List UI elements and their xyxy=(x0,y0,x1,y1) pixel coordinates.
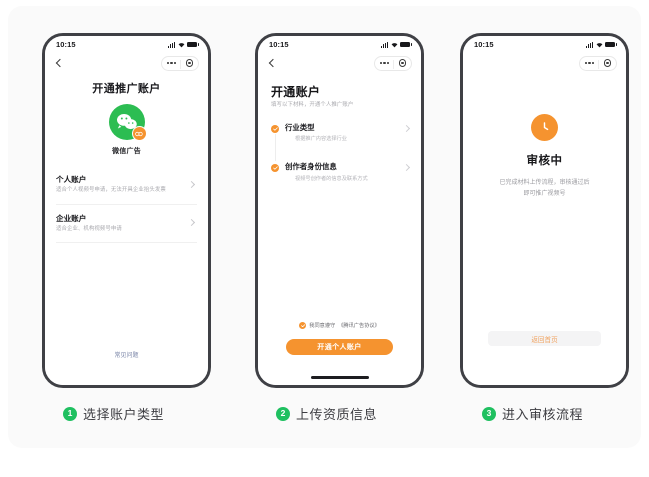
agreement-text: 我同意遵守 xyxy=(309,323,336,329)
caption-step-3: 3 进入审核流程 xyxy=(482,404,583,423)
caption-label: 选择账户类型 xyxy=(83,407,165,422)
target-circle-icon[interactable] xyxy=(603,59,612,67)
back-chevron-icon[interactable] xyxy=(54,58,64,68)
caption-row: 1 选择账户类型 2 上传资质信息 3 进入审核流程 xyxy=(0,404,649,434)
more-dots-icon[interactable] xyxy=(584,61,594,65)
status-icons xyxy=(586,41,617,48)
option-subtitle: 适合企业、机构视频号申请 xyxy=(56,225,122,232)
battery-full-icon xyxy=(400,41,412,48)
home-indicator-bar xyxy=(310,376,369,379)
status-icons xyxy=(168,41,199,48)
option-title: 企业账户 xyxy=(56,213,87,223)
qualification-step-list: 行业类型 根据推广内容选择行业 创作者身份信息 视频号创作者的信息及联系方式 xyxy=(271,123,410,182)
wifi-icon xyxy=(178,42,185,48)
caption-label: 上传资质信息 xyxy=(296,407,378,422)
ad-badge-icon xyxy=(131,126,147,141)
miniprogram-capsule[interactable] xyxy=(374,55,412,71)
review-desc-line2: 即可推广视频号 xyxy=(523,190,566,197)
phone2-nav-bar xyxy=(258,53,421,73)
status-time: 10:15 xyxy=(56,40,76,49)
open-personal-account-button[interactable]: 开通个人账户 xyxy=(286,339,393,355)
miniprogram-capsule[interactable] xyxy=(579,55,617,71)
phone-mockup-1: 10:15 开通推广账户 xyxy=(42,33,211,388)
phone2-status-bar: 10:15 xyxy=(258,36,421,53)
miniprogram-capsule[interactable] xyxy=(161,55,199,71)
brand-logo-label: 微信广告 xyxy=(112,148,141,155)
phone3-nav-bar xyxy=(463,53,626,73)
option-title: 个人账户 xyxy=(56,175,87,184)
check-circle-icon xyxy=(271,125,279,133)
phone3-status-bar: 10:15 xyxy=(463,36,626,53)
target-circle-icon[interactable] xyxy=(398,59,407,67)
chevron-right-icon xyxy=(189,182,195,188)
review-desc-line1: 已完成材料上传流程，审核通过后 xyxy=(499,180,590,186)
phone-mockup-2: 10:15 开通账户 填写以下材料，开通个人推广账户 xyxy=(255,33,424,388)
phone2-screen: 10:15 开通账户 填写以下材料，开通个人推广账户 xyxy=(258,36,421,385)
phone-mockup-3: 10:15 xyxy=(460,33,629,388)
wifi-icon xyxy=(596,42,603,48)
phone1-page-title: 开通推广账户 xyxy=(92,83,161,95)
caption-number-badge: 2 xyxy=(276,406,290,421)
target-circle-icon[interactable] xyxy=(185,59,194,67)
chevron-right-icon xyxy=(404,165,410,171)
wechat-logo-icon xyxy=(108,104,147,141)
caption-number-badge: 1 xyxy=(63,406,77,421)
review-status-description: 已完成材料上传流程，审核通过后 即可推广视频号 xyxy=(463,178,626,199)
chevron-right-icon xyxy=(189,220,195,226)
step-title: 行业类型 xyxy=(285,123,315,132)
caption-label: 进入审核流程 xyxy=(502,407,584,422)
wifi-icon xyxy=(391,42,398,48)
checkbox-checked-icon[interactable] xyxy=(299,322,307,329)
back-chevron-icon[interactable] xyxy=(267,58,277,68)
option-subtitle: 适合个人视频号申请，无法开具企业抬头发票 xyxy=(56,187,166,194)
status-icons xyxy=(381,41,412,48)
step-title: 创作者身份信息 xyxy=(285,162,337,172)
step-subtitle: 根据推广内容选择行业 xyxy=(295,136,347,143)
signal-bars-icon xyxy=(168,41,175,48)
clock-icon xyxy=(531,114,558,141)
review-status-title: 审核中 xyxy=(526,155,563,167)
account-option-personal[interactable]: 个人账户 适合个人视频号申请，无法开具企业抬头发票 xyxy=(56,166,197,205)
account-type-list: 个人账户 适合个人视频号申请，无法开具企业抬头发票 企业账户 适合企业、机构视频… xyxy=(45,166,208,243)
step-subtitle: 视频号创作者的信息及联系方式 xyxy=(295,175,368,182)
signal-bars-icon xyxy=(586,41,593,48)
caption-step-1: 1 选择账户类型 xyxy=(63,404,164,423)
phone3-screen: 10:15 xyxy=(463,36,626,385)
phone1-nav-bar xyxy=(45,53,208,73)
phone1-screen: 10:15 开通推广账户 xyxy=(45,36,208,385)
agreement-row[interactable]: 我同意遵守 《腾讯广告协议》 xyxy=(258,322,421,329)
brand-logo-block: 微信广告 xyxy=(45,104,208,156)
phone2-page-title: 开通账户 xyxy=(271,85,321,99)
status-time: 10:15 xyxy=(474,40,494,49)
step-item-creator-identity[interactable]: 创作者身份信息 视频号创作者的信息及联系方式 xyxy=(271,162,410,182)
more-dots-icon[interactable] xyxy=(379,61,389,65)
step-item-industry[interactable]: 行业类型 根据推广内容选择行业 xyxy=(271,123,410,163)
agreement-link[interactable]: 《腾讯广告协议》 xyxy=(338,323,380,329)
signal-bars-icon xyxy=(381,41,388,48)
caption-number-badge: 3 xyxy=(482,406,496,421)
battery-full-icon xyxy=(605,41,617,48)
caption-step-2: 2 上传资质信息 xyxy=(276,404,377,423)
battery-full-icon xyxy=(187,41,199,48)
check-circle-icon xyxy=(271,164,279,173)
review-status-block: 审核中 已完成材料上传流程，审核通过后 即可推广视频号 xyxy=(463,114,626,199)
phone2-page-subtitle: 填写以下材料，开通个人推广账户 xyxy=(271,102,354,108)
account-option-enterprise[interactable]: 企业账户 适合企业、机构视频号申请 xyxy=(56,205,197,243)
chevron-right-icon xyxy=(404,126,410,132)
step-connector-line xyxy=(274,134,276,162)
more-dots-icon[interactable] xyxy=(166,61,176,65)
status-time: 10:15 xyxy=(269,40,289,49)
phone1-status-bar: 10:15 xyxy=(45,36,208,53)
return-home-button[interactable]: 返回首页 xyxy=(488,331,601,346)
faq-link[interactable]: 常见问题 xyxy=(114,353,139,359)
